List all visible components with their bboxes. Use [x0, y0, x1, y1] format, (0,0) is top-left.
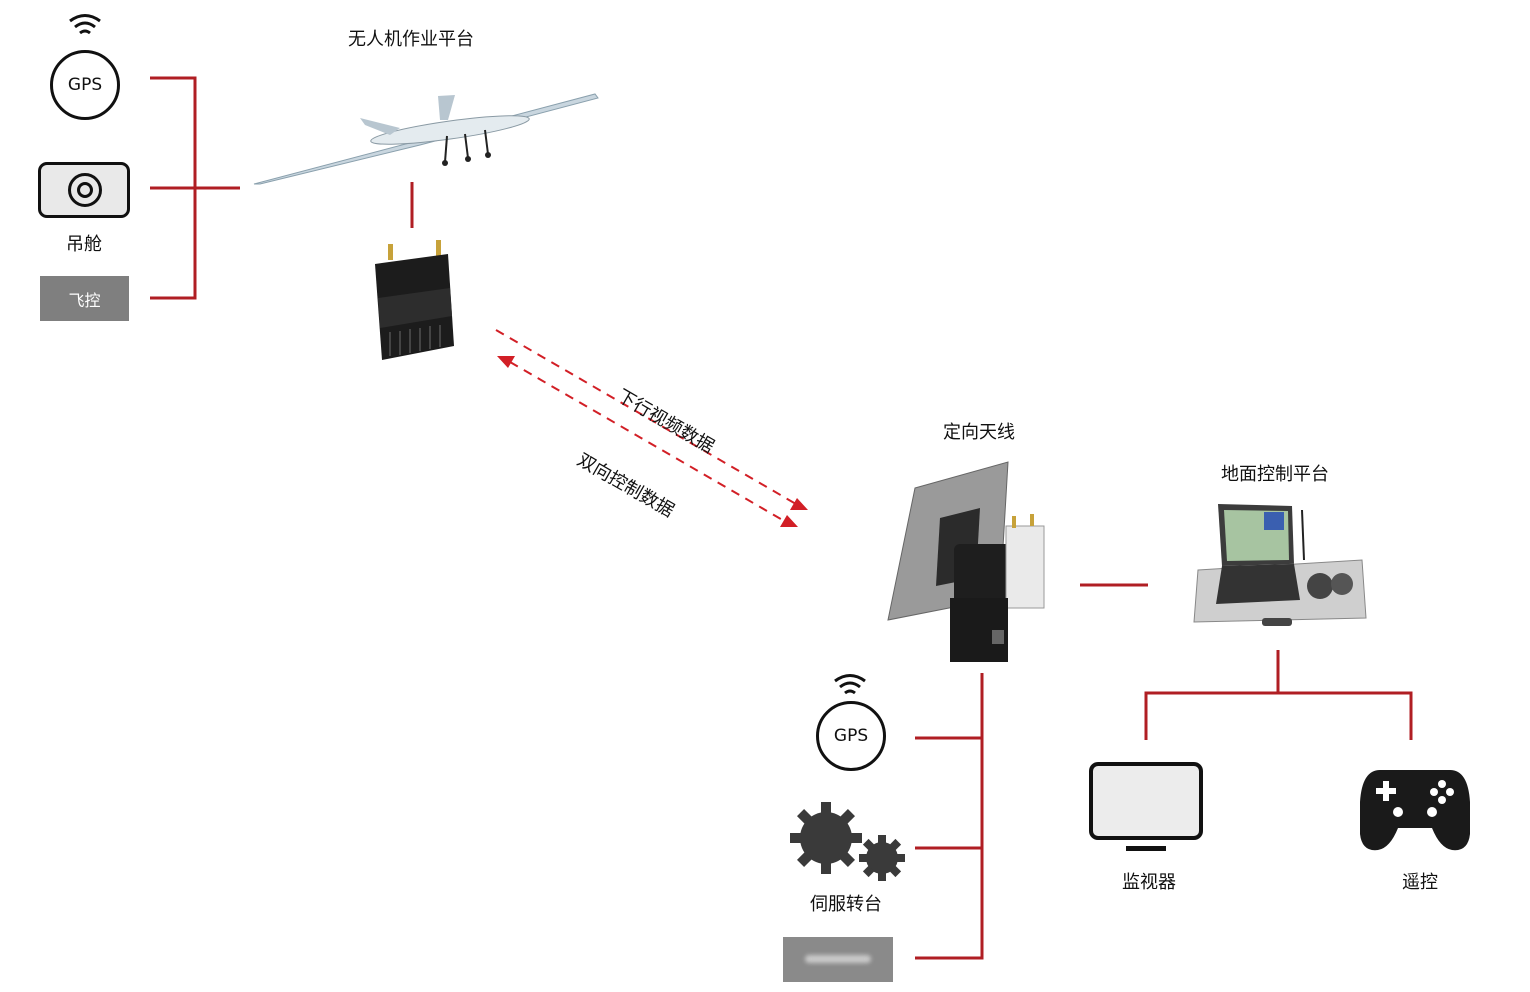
gps-label: GPS [816, 701, 886, 771]
wifi-icon [69, 14, 101, 35]
drone-image [253, 93, 599, 185]
wifi-icon [834, 674, 866, 695]
ground-control-case-image [1193, 504, 1367, 626]
airborne-transmitter-image [375, 240, 454, 360]
uav-platform-title: 无人机作业平台 [348, 29, 474, 50]
camera-icon [38, 162, 130, 218]
monitor-label: 监视器 [1122, 872, 1176, 893]
gimbal-label: 吊舱 [66, 234, 102, 255]
uav-gps: GPS [50, 8, 120, 120]
directional-antenna-image [887, 461, 1045, 662]
flight-control-label: 飞控 [68, 290, 101, 310]
antenna-title: 定向天线 [943, 422, 1015, 443]
remote-label: 遥控 [1402, 872, 1438, 893]
gamepad-icon [1360, 770, 1470, 851]
gps-label: GPS [50, 50, 120, 120]
ground-gps: GPS [816, 668, 886, 774]
control-platform-title: 地面控制平台 [1221, 464, 1329, 485]
monitor-icon [1089, 762, 1203, 840]
gears-icon [790, 802, 905, 881]
servo-label: 伺服转台 [810, 894, 882, 915]
ground-device-box [783, 937, 893, 982]
monitor-stand [1126, 846, 1166, 851]
flight-control-box: 飞控 [40, 276, 129, 321]
